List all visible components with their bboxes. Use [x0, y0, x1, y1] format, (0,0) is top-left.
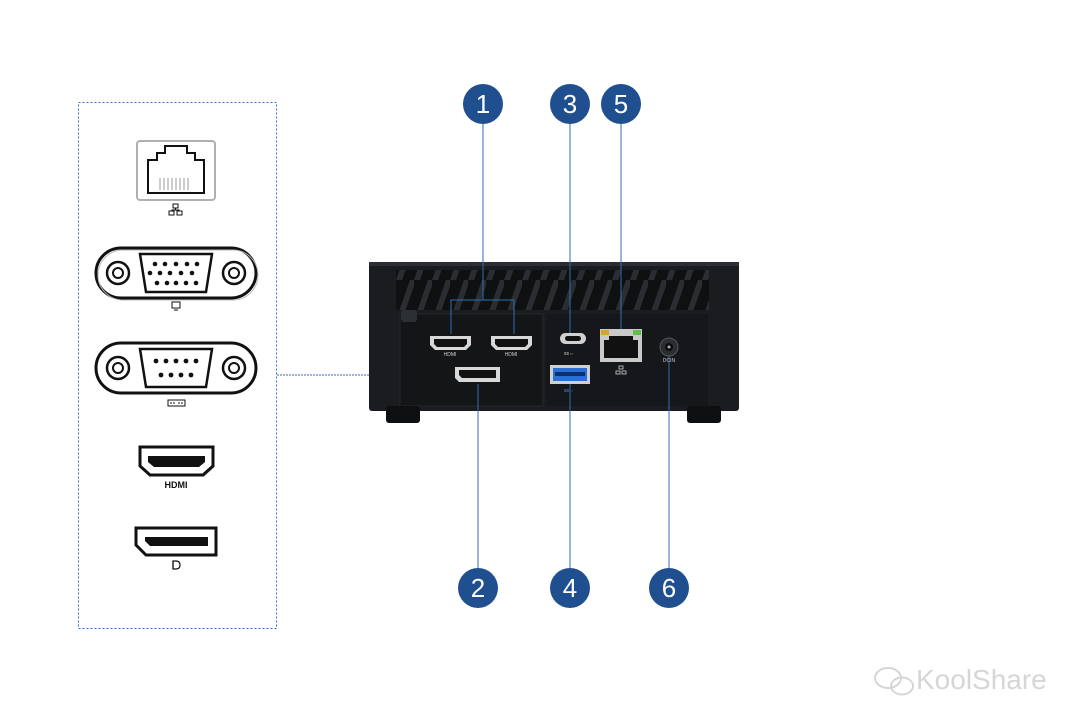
displayport-icon: [134, 526, 218, 557]
displayport-port: [455, 367, 500, 382]
hdmi-1-label: HDMI: [443, 352, 457, 358]
leader-lines: [450, 124, 670, 570]
usb-symbol-icon: ss⇔ ss⇔: [564, 351, 574, 394]
mini-pc-rear: [369, 262, 739, 423]
usb-a-port: [550, 365, 590, 384]
dc-in-label: DCIN: [662, 358, 676, 364]
dc-in-port: [659, 337, 679, 357]
watermark-text: KoolShare: [916, 664, 1047, 695]
lan-port-icon: [136, 140, 216, 201]
vga-port-icon: [94, 246, 259, 301]
displayport-symbol-icon: [172, 560, 181, 570]
vent-grille: [396, 270, 709, 310]
callout-2: 2: [458, 568, 498, 608]
usb-c-port: [560, 333, 586, 344]
svg-text:ss⇔: ss⇔: [564, 351, 574, 357]
wechat-icon: [874, 667, 914, 696]
serial-port-icon: [94, 341, 258, 395]
callout-5: 5: [601, 84, 641, 124]
callout-3: 3: [550, 84, 590, 124]
hdmi-port-icon: [138, 445, 215, 477]
hdmi-port-2: [491, 336, 532, 350]
network-icon: [615, 365, 627, 375]
callout-4: 4: [550, 568, 590, 608]
hdmi-port-1: [430, 336, 471, 350]
serial-symbol-icon: [167, 399, 186, 407]
monitor-icon: [171, 301, 181, 311]
svg-text:ss⇔: ss⇔: [564, 388, 574, 394]
connector-options-panel: [78, 102, 277, 629]
callout-1: 1: [463, 84, 503, 124]
lan-port: [600, 329, 642, 362]
callout-6: 6: [649, 568, 689, 608]
network-icon: [168, 203, 183, 216]
hdmi-label: HDMI: [164, 480, 188, 490]
hdmi-2-label: HDMI: [504, 352, 518, 358]
